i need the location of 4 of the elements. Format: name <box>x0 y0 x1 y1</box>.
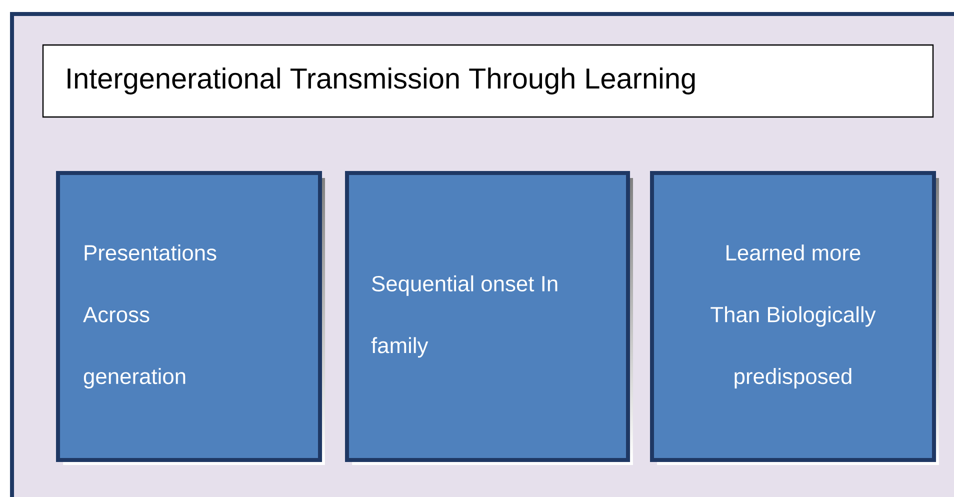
text-card: Presentations Across generation <box>56 170 325 465</box>
text-card: Sequential onset In family <box>345 170 633 465</box>
text-card: Learned more Than Biologically predisposed <box>650 170 939 465</box>
title-box: Intergenerational Transmission Through Learning <box>42 44 934 118</box>
